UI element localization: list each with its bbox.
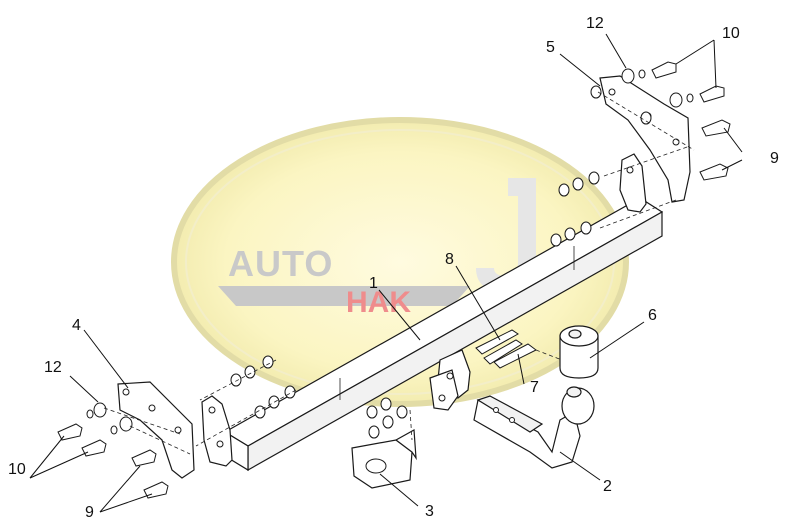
right-bar-arm (619, 153, 647, 213)
callout-8: 8 (445, 251, 454, 268)
callout-2: 2 (603, 478, 612, 495)
tow-ball-cap (559, 325, 599, 379)
callout-7: 7 (530, 379, 539, 396)
callout-5: 5 (546, 39, 555, 56)
lock-washer-right-upper (638, 69, 646, 79)
fastener-hardware (57, 61, 731, 499)
bolt-right-mid (699, 85, 725, 103)
watermark-brand-bottom: HAK (346, 286, 411, 319)
socket-mount-plates (429, 349, 471, 411)
callout-labels: 1 2 3 4 5 6 7 8 9 9 10 10 12 12 (8, 15, 779, 521)
socket-plate (351, 429, 417, 489)
watermark-brand-top: AUTO (228, 243, 333, 284)
callout-leader-lines (29, 33, 743, 513)
callout-3: 3 (425, 503, 434, 520)
callout-9-right: 9 (770, 150, 779, 167)
bolt-right-upper (651, 61, 677, 79)
callout-4: 4 (72, 317, 81, 334)
callout-9-left: 9 (85, 504, 94, 521)
bolt-right-9b (699, 163, 729, 181)
left-bar-arm (201, 395, 233, 467)
callout-12-right: 12 (586, 15, 604, 32)
main-crossbar (223, 197, 664, 472)
callout-10-left: 10 (8, 461, 26, 478)
callout-6: 6 (648, 307, 657, 324)
watermark-swoosh-shape (218, 286, 470, 306)
left-side-bracket (117, 381, 195, 479)
tow-ball-neck (473, 386, 595, 469)
bolt-8a (475, 329, 519, 355)
watermark-hook-shape (476, 178, 536, 292)
washer-right-mid (669, 92, 683, 108)
bolt-left-9a (131, 449, 157, 467)
washer-right-upper (621, 68, 635, 84)
bolt-left-9b (143, 481, 169, 499)
bolt-right-9a (701, 119, 731, 137)
callout-12-left: 12 (44, 359, 62, 376)
bolt-8b (483, 339, 523, 365)
assembly-dashed-lines (103, 91, 695, 455)
callout-1: 1 (369, 275, 378, 292)
washer-left-upper (93, 402, 107, 418)
callout-10-right: 10 (722, 25, 740, 42)
bolt-left-10a (57, 423, 83, 441)
